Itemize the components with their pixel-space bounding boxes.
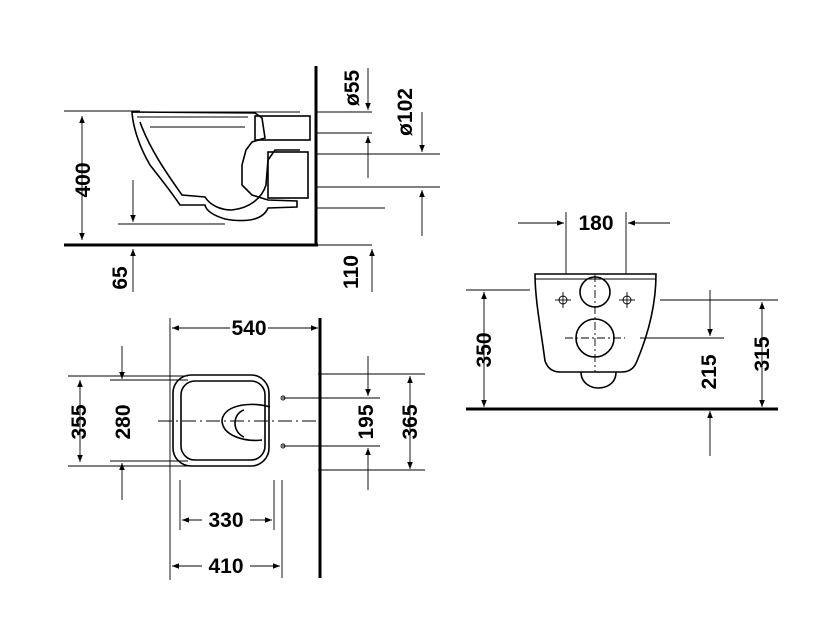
- dim-355: 355: [68, 404, 91, 439]
- dim-195: 195: [355, 404, 378, 439]
- top-view: 540 355 280 195 365 330 410: [68, 317, 425, 580]
- dim-180: 180: [578, 212, 613, 235]
- side-bowl-inner: [139, 121, 300, 211]
- front-bowl-outline: [534, 273, 657, 373]
- side-view: 400 65 ø55 ø102 110: [64, 66, 440, 292]
- side-bowl-outline: [131, 111, 298, 222]
- dim-330: 330: [208, 509, 243, 532]
- dim-315: 315: [751, 336, 774, 371]
- top-bowl-outline: [172, 374, 270, 467]
- side-outlet-fixture: [267, 151, 309, 199]
- dim-dia-102: ø102: [394, 88, 417, 136]
- dim-280: 280: [112, 404, 135, 439]
- side-wall-fixture: [254, 115, 311, 141]
- dim-350: 350: [473, 332, 496, 367]
- dim-65: 65: [109, 266, 132, 290]
- dim-365: 365: [399, 404, 422, 439]
- top-bowl-rim: [180, 380, 266, 461]
- dim-dia-55: ø55: [341, 70, 364, 107]
- side-seat-line: [135, 111, 300, 128]
- dim-410: 410: [208, 555, 243, 578]
- dim-400: 400: [72, 162, 95, 197]
- top-bowl-opening: [221, 403, 271, 442]
- dim-215: 215: [698, 354, 721, 389]
- dim-540: 540: [231, 317, 266, 340]
- dim-110: 110: [340, 255, 363, 289]
- front-outlet: [580, 371, 617, 389]
- front-view: 180 350 215 315: [466, 212, 778, 456]
